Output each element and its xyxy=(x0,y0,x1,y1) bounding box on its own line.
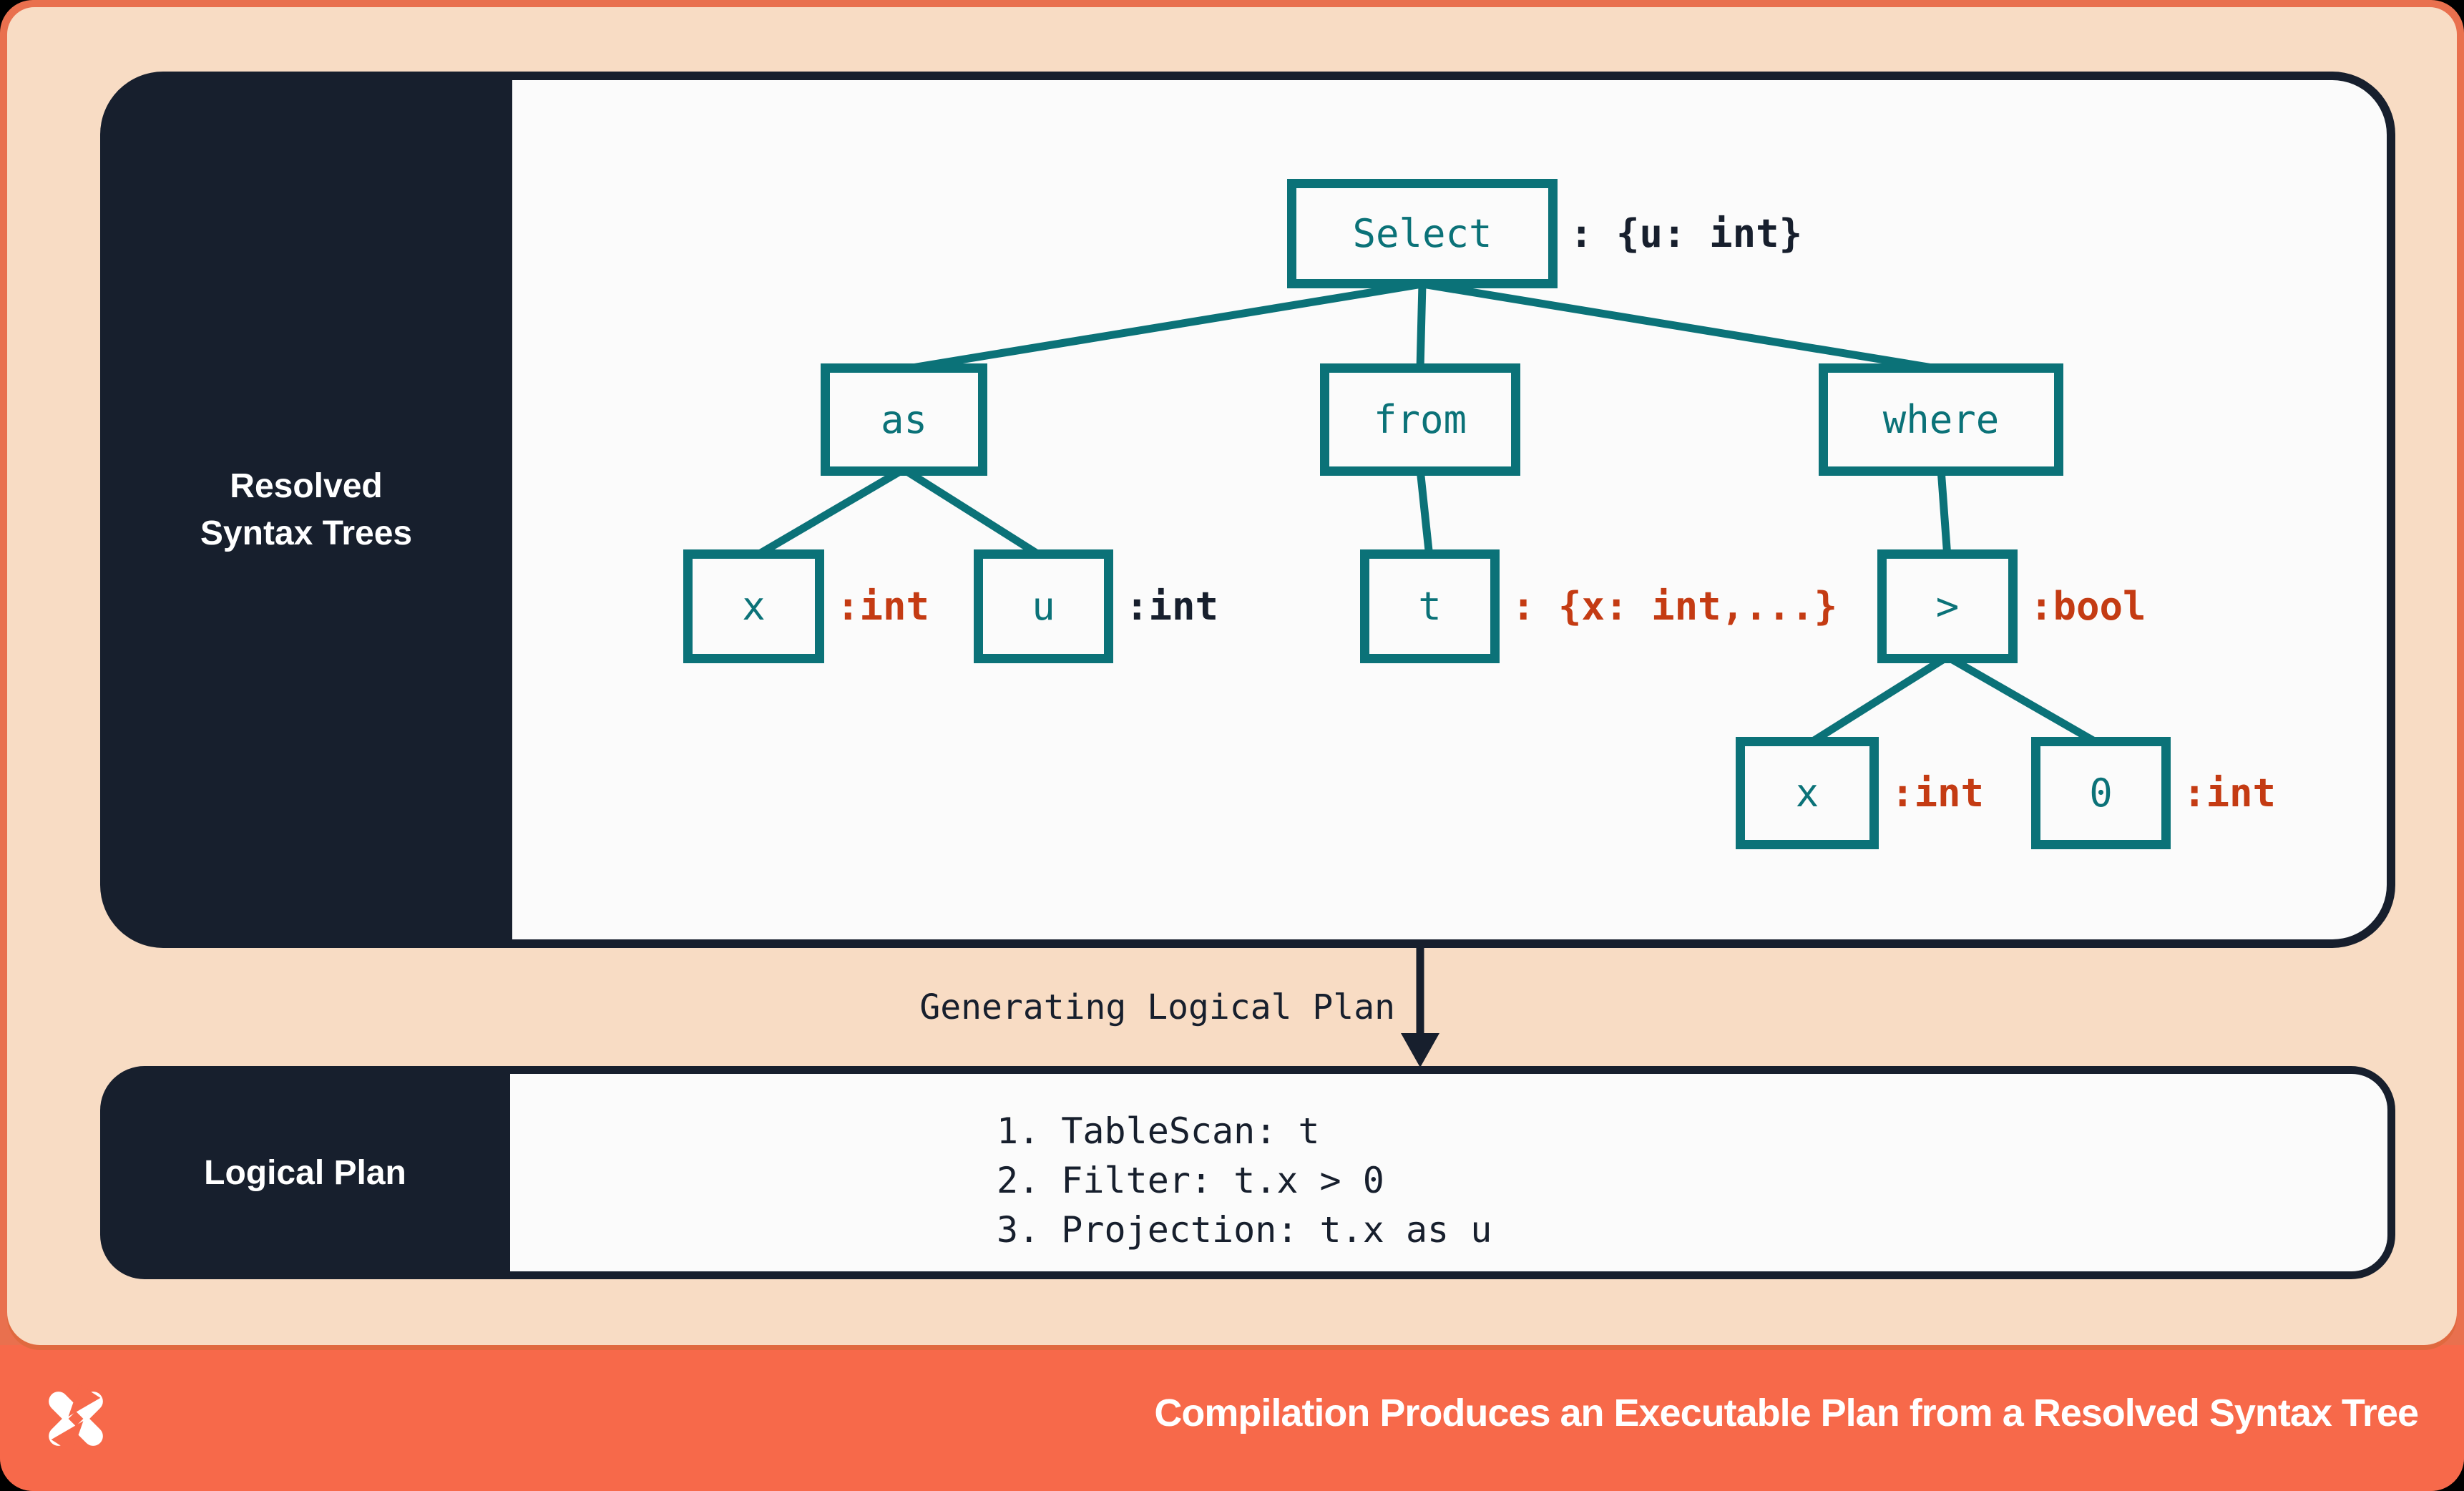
tree-node-as: as xyxy=(821,363,987,476)
tree-node-from: from xyxy=(1320,363,1520,476)
slide-title: Compilation Produces an Executable Plan … xyxy=(1154,1392,2419,1434)
node-box-t: t xyxy=(1360,549,1500,663)
logical-plan-panel: 1. TableScan: t 2. Filter: t.x > 0 3. Proj… xyxy=(100,1066,2395,1279)
type-annotation-u: :int xyxy=(1125,584,1219,629)
logical-plan-body: 1. TableScan: t 2. Filter: t.x > 0 3. Proj… xyxy=(510,1074,2387,1271)
node-box-from: from xyxy=(1320,363,1520,476)
x-star-logo-icon xyxy=(49,1384,103,1453)
type-annotation-x-operand: :int xyxy=(1891,771,1985,816)
node-box-greater-than: > xyxy=(1877,549,2018,663)
sidebar-label-line2: Syntax Trees xyxy=(200,514,413,552)
plan-step-2: 2. Filter: t.x > 0 xyxy=(997,1160,1384,1201)
node-box-as: as xyxy=(821,363,987,476)
logical-plan-label: Logical Plan xyxy=(204,1153,406,1192)
sidebar-label-line1: Resolved xyxy=(230,466,383,505)
logical-plan-steps: 1. TableScan: t 2. Filter: t.x > 0 3. Proj… xyxy=(997,1107,1492,1255)
tree-node-where: where xyxy=(1819,363,2063,476)
tree-node-zero: 0 :int xyxy=(2031,737,2276,849)
type-annotation-x-alias: :int xyxy=(836,584,930,629)
node-box-x-alias: x xyxy=(683,549,824,663)
footer-bar: Compilation Produces an Executable Plan … xyxy=(0,1345,2464,1491)
tree-node-t: t : {x: int,...} xyxy=(1360,549,1837,663)
resolved-syntax-trees-label: Resolved Syntax Trees xyxy=(100,72,512,948)
tree-node-select: Select : {u: int} xyxy=(1287,179,1802,288)
generating-logical-plan-label: Generating Logical Plan xyxy=(919,987,1395,1027)
type-annotation-t: : {x: int,...} xyxy=(1512,584,1838,629)
type-annotation-greater-than: :bool xyxy=(2030,584,2146,629)
node-box-zero: 0 xyxy=(2031,737,2171,849)
plan-step-3: 3. Projection: t.x as u xyxy=(997,1209,1492,1251)
tree-node-u: u :int xyxy=(974,549,1218,663)
tree-node-x-operand: x :int xyxy=(1736,737,1984,849)
plan-step-1: 1. TableScan: t xyxy=(997,1110,1320,1152)
tree-node-greater-than: > :bool xyxy=(1877,549,2146,663)
type-annotation-zero: :int xyxy=(2183,771,2277,816)
footer-bar-background xyxy=(0,1345,2464,1491)
type-annotation-select: : {u: int} xyxy=(1570,211,1803,256)
node-box-select: Select xyxy=(1287,179,1558,288)
tree-node-x-alias: x :int xyxy=(683,549,929,663)
node-box-u: u xyxy=(974,549,1113,663)
node-box-where: where xyxy=(1819,363,2063,476)
node-box-x-operand: x xyxy=(1736,737,1879,849)
